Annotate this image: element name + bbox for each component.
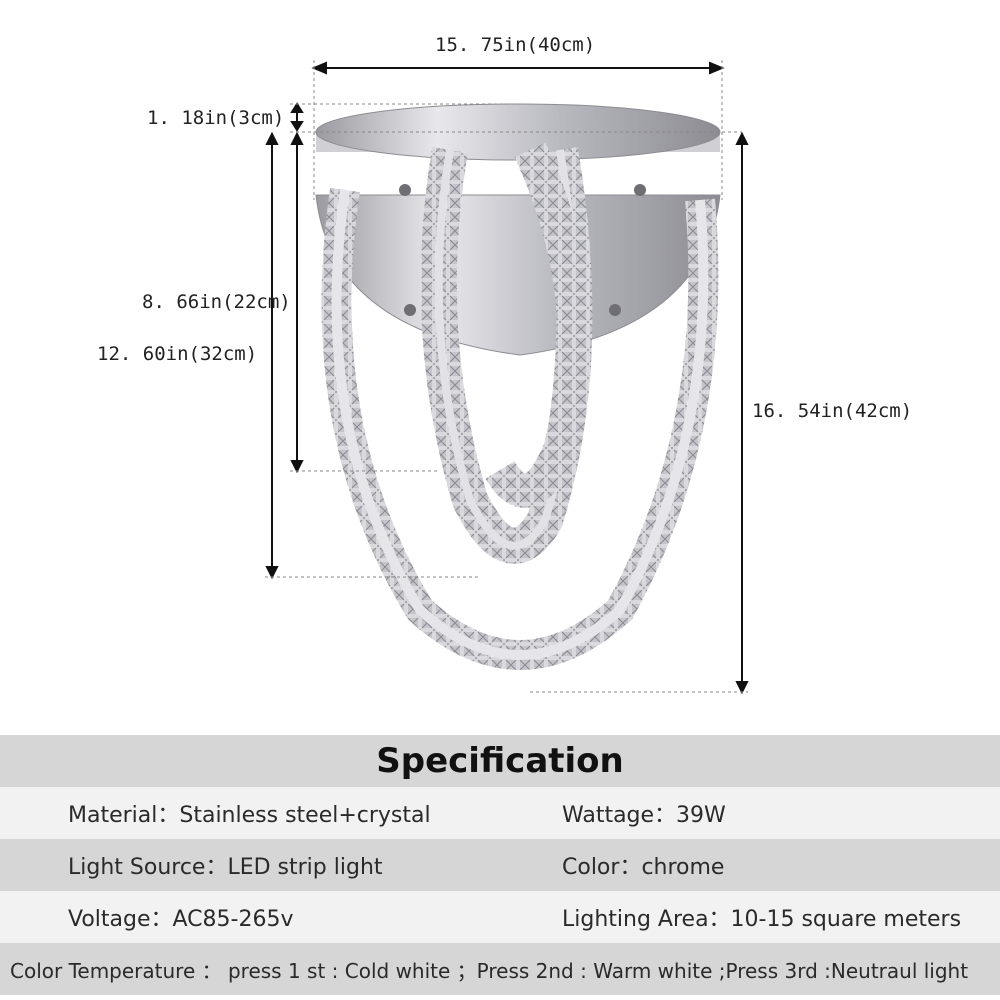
inner-crystal-ring xyxy=(420,142,593,564)
total-height-label: 16. 54in(42cm) xyxy=(752,400,913,422)
canopy-height-label: 1. 18in(3cm) xyxy=(147,107,285,129)
color-spec: Color：chrome xyxy=(562,855,725,880)
width-label: 15. 75in(40cm) xyxy=(435,34,596,56)
specification-table: Specification Material：Stainless steel+c… xyxy=(0,735,1000,1000)
outer-ring-label: 12. 60in(32cm) xyxy=(97,343,258,365)
dimension-guides-dashed xyxy=(265,60,748,693)
product-diagram: 15. 75in(40cm) 1. 18in(3cm) 8. 66in(22cm… xyxy=(97,34,913,695)
spec-row-4: Color Temperature ： press 1 st : Cold wh… xyxy=(0,943,1000,995)
dimension-lines xyxy=(265,61,749,695)
inner-ring-label: 8. 66in(22cm) xyxy=(142,291,291,313)
spec-row-2: Light Source：LED strip light Color：chrom… xyxy=(0,839,1000,891)
wattage-spec: Wattage：39W xyxy=(562,803,726,828)
voltage-spec: Voltage：AC85-265v xyxy=(68,907,294,932)
specification-title: Specification xyxy=(0,735,1000,787)
color-temperature-spec: Color Temperature ： press 1 st : Cold wh… xyxy=(10,958,969,983)
lighting-area-spec: Lighting Area：10-15 square meters xyxy=(562,907,962,932)
spec-row-1: Material：Stainless steel+crystal Wattage… xyxy=(0,787,1000,839)
outer-crystal-ring xyxy=(321,187,719,670)
canopy xyxy=(315,103,721,356)
spec-row-3: Voltage：AC85-265v Lighting Area：10-15 sq… xyxy=(0,891,1000,943)
light-source-spec: Light Source：LED strip light xyxy=(68,855,383,880)
material-spec: Material：Stainless steel+crystal xyxy=(68,803,431,828)
chandelier-illustration xyxy=(265,60,749,695)
